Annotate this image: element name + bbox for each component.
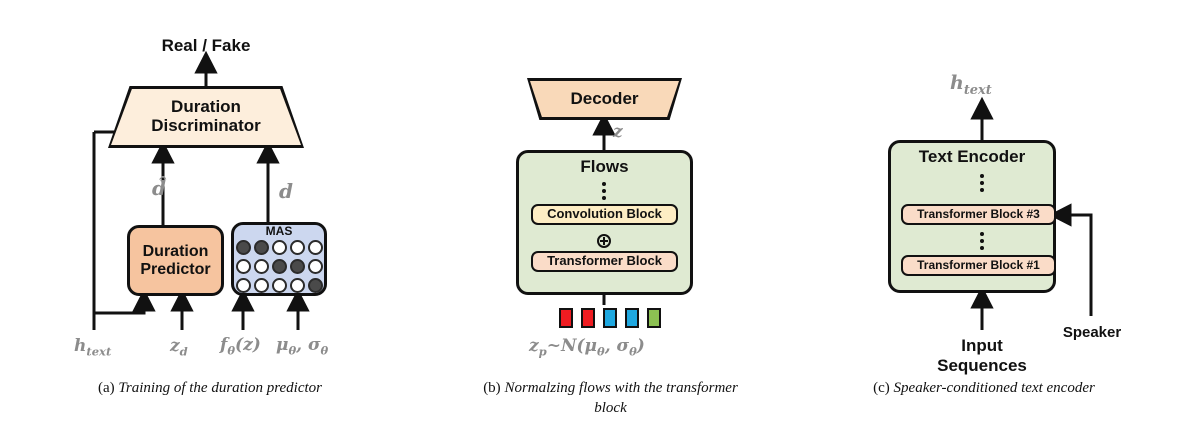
convolution-block-node: Convolution Block xyxy=(531,204,678,225)
mu-sigma-input-label: μθ, σθ xyxy=(276,335,329,358)
mas-cell xyxy=(236,278,251,293)
h-text-input-label: htext xyxy=(74,336,112,359)
mas-cell xyxy=(290,259,305,274)
caption-c-label: (c) xyxy=(873,380,890,396)
token-square xyxy=(647,308,661,328)
token-square xyxy=(603,308,617,328)
caption-panel-b: (b) Normalzing flows with the transforme… xyxy=(478,378,743,419)
caption-b-text: Normalzing flows with the transformer bl… xyxy=(504,380,738,417)
flows-title-label: Flows xyxy=(580,157,629,176)
mas-cell xyxy=(254,240,269,255)
mas-cell xyxy=(308,278,323,293)
mas-cell xyxy=(272,278,287,293)
speaker-label: Speaker xyxy=(1062,324,1122,341)
d-hat-edge-label: d̂ xyxy=(152,176,166,200)
mas-cell xyxy=(254,259,269,274)
text-encoder-dots-lower xyxy=(980,232,984,250)
caption-panel-c: (c) Speaker-conditioned text encoder xyxy=(858,378,1110,398)
mas-title-label: MAS xyxy=(265,224,293,238)
mas-cell xyxy=(308,259,323,274)
token-square xyxy=(625,308,639,328)
transformer-block-node: Transformer Block xyxy=(531,251,678,272)
d-edge-label: d xyxy=(279,179,293,203)
mas-cell xyxy=(308,240,323,255)
caption-panel-a: (a) Training of the duration predictor xyxy=(80,378,340,398)
h-text-output-label: htext xyxy=(950,72,992,98)
mas-alignment-grid xyxy=(236,240,324,294)
decoder-node: Decoder xyxy=(527,78,682,120)
caption-b-label: (b) xyxy=(483,380,501,396)
mas-cell xyxy=(272,240,287,255)
text-encoder-title-label: Text Encoder xyxy=(918,147,1026,166)
f-theta-z-input-label: fθ(z) xyxy=(220,335,261,358)
token-square xyxy=(581,308,595,328)
mas-cell xyxy=(290,240,305,255)
caption-a-label: (a) xyxy=(97,380,115,396)
mas-cell xyxy=(236,259,251,274)
real-fake-output-label: Real / Fake xyxy=(161,36,251,55)
decoder-label: Decoder xyxy=(530,81,679,117)
mas-cell xyxy=(290,278,305,293)
transformer-block-1-node: Transformer Block #1 xyxy=(901,255,1056,276)
z-d-input-label: zd xyxy=(170,336,188,359)
mas-cell xyxy=(236,240,251,255)
transformer-block-3-node: Transformer Block #3 xyxy=(901,204,1056,225)
mas-cell xyxy=(254,278,269,293)
mas-cell xyxy=(272,259,287,274)
caption-c-text: Speaker-conditioned text encoder xyxy=(893,380,1095,396)
text-encoder-dots-upper xyxy=(980,174,984,192)
z-edge-label: z xyxy=(613,122,623,142)
caption-a-text: Training of the duration predictor xyxy=(118,380,323,396)
add-operator-icon xyxy=(597,234,611,248)
token-square xyxy=(559,308,573,328)
z-p-input-label: zp~N(μθ, σθ) xyxy=(529,336,645,359)
flows-vertical-dots xyxy=(602,182,606,200)
